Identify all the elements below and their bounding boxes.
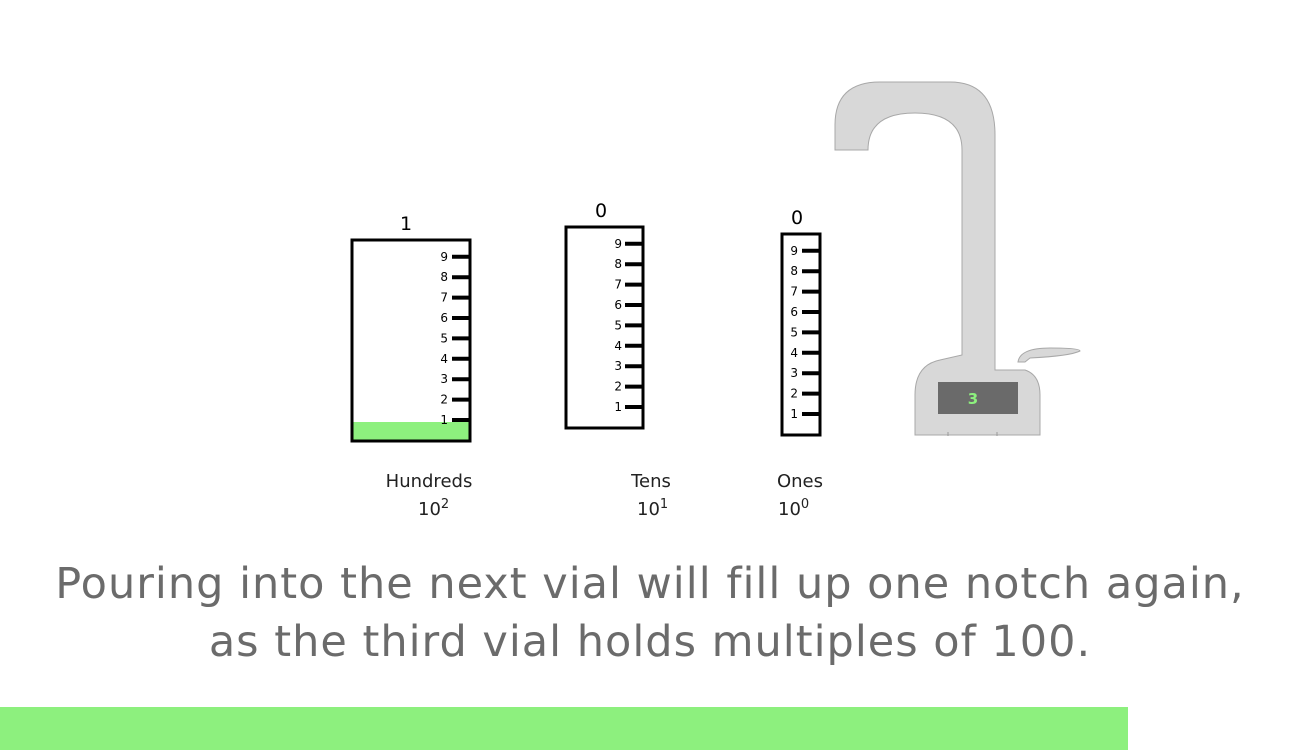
vial-ticks: 1 2 3 4 5 6 7 8 9 (440, 250, 470, 427)
tick-label: 7 (790, 285, 798, 299)
tick-label: 5 (790, 325, 798, 339)
place-power: 101 (637, 497, 668, 520)
place-label-tens: Tens 101 (630, 471, 671, 520)
caption-line-2: as the third vial holds multiples of 100… (208, 617, 1092, 667)
vial-ticks: 1 2 3 4 5 6 7 8 9 (614, 237, 643, 414)
dispenser-faucet-icon: 3 (834, 81, 1081, 436)
tick-label: 2 (614, 380, 622, 394)
vial-tens: 1 2 3 4 5 6 7 8 9 0 (564, 200, 645, 430)
tick-label: 8 (614, 257, 622, 271)
tick-label: 5 (440, 331, 448, 345)
tick-label: 8 (790, 264, 798, 278)
tick-label: 4 (614, 339, 622, 353)
tick-label: 3 (440, 372, 448, 386)
tick-label: 4 (440, 352, 448, 366)
tick-label: 1 (790, 407, 798, 421)
place-name: Tens (630, 471, 671, 492)
tick-label: 9 (790, 244, 798, 258)
tick-label: 5 (614, 318, 622, 332)
tick-label: 1 (440, 413, 448, 427)
vial-ticks: 1 2 3 4 5 6 7 8 9 (790, 244, 820, 421)
tick-label: 1 (614, 400, 622, 414)
tick-label: 7 (614, 278, 622, 292)
vial-ones: 1 2 3 4 5 6 7 8 9 0 (780, 207, 822, 437)
tick-label: 6 (790, 305, 798, 319)
place-label-ones: Ones 100 (777, 471, 823, 520)
vial-value-ones: 0 (791, 207, 803, 229)
place-name: Ones (777, 471, 823, 492)
vial-outline (564, 225, 645, 430)
vial-value-hundreds: 1 (400, 213, 412, 235)
vial-outline (350, 238, 472, 443)
vial-value-tens: 0 (595, 200, 607, 222)
tick-label: 6 (614, 298, 622, 312)
vial-fill (353, 422, 469, 441)
tick-label: 8 (440, 270, 448, 284)
caption-line-1: Pouring into the next vial will fill up … (55, 559, 1245, 609)
place-label-hundreds: Hundreds 102 (386, 471, 473, 520)
machine-display-value: 3 (968, 390, 978, 408)
place-name: Hundreds (386, 471, 473, 492)
vial-outline (780, 232, 822, 437)
place-power: 102 (418, 497, 449, 520)
tick-label: 3 (614, 359, 622, 373)
tick-label: 2 (790, 387, 798, 401)
tick-label: 4 (790, 346, 798, 360)
caption: Pouring into the next vial will fill up … (0, 555, 1300, 671)
vials-diagram: 3 1 2 3 4 5 6 7 8 9 1 1 2 3 4 5 6 7 8 9 0 1 2 3 4 5 6 7 8 9 0 Hu… (350, 81, 1081, 520)
progress-bar (0, 707, 1300, 750)
tick-label: 7 (440, 291, 448, 305)
progress-fill (0, 707, 1129, 750)
tick-label: 2 (440, 393, 448, 407)
tick-label: 3 (790, 366, 798, 380)
place-power: 100 (778, 497, 809, 520)
machine-display (938, 382, 1018, 414)
tick-label: 9 (614, 237, 622, 251)
tick-label: 9 (440, 250, 448, 264)
vial-hundreds: 1 2 3 4 5 6 7 8 9 1 (350, 213, 472, 443)
tick-label: 6 (440, 311, 448, 325)
